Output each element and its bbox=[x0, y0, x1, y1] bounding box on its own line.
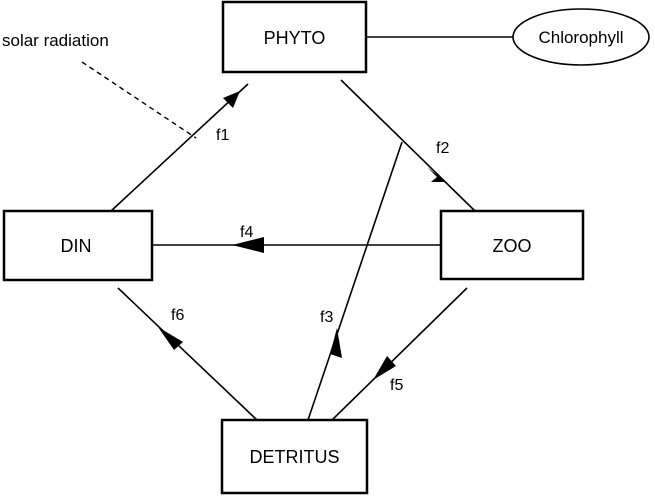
phyto-label: PHYTO bbox=[264, 28, 326, 48]
flow-f1-label: f1 bbox=[216, 127, 229, 144]
solar-radiation-label: solar radiation bbox=[2, 31, 109, 50]
flow-f4-label: f4 bbox=[240, 224, 253, 241]
phyto-node: PHYTO bbox=[221, 0, 368, 74]
flow-f2-label: f2 bbox=[436, 140, 449, 157]
chlorophyll-node: Chlorophyll bbox=[512, 8, 650, 66]
flow-f5-label: f5 bbox=[390, 377, 403, 394]
solar-radiation-pointer bbox=[81, 61, 197, 139]
din-box bbox=[2, 209, 154, 282]
flow-f6-line bbox=[117, 287, 258, 421]
detritus-node: DETRITUS bbox=[220, 418, 369, 495]
flow-f6-label: f6 bbox=[171, 307, 184, 324]
flow-f3-arrowhead bbox=[330, 328, 342, 358]
flow-f2-arrowhead bbox=[427, 167, 446, 182]
din-label: DIN bbox=[61, 236, 92, 256]
flow-f3-line bbox=[307, 141, 403, 421]
din-node: DIN bbox=[2, 209, 154, 282]
chlorophyll-label: Chlorophyll bbox=[538, 28, 623, 47]
flow-f6-arrowhead bbox=[158, 327, 183, 350]
detritus-box bbox=[220, 418, 369, 495]
zoo-node: ZOO bbox=[439, 209, 585, 281]
flow-f1-line bbox=[110, 83, 249, 212]
flow-f3-label: f3 bbox=[320, 309, 333, 326]
zoo-label: ZOO bbox=[493, 236, 532, 256]
zoo-box bbox=[439, 209, 585, 281]
flow-f4-arrowhead bbox=[232, 237, 264, 253]
phyto-box bbox=[221, 0, 368, 74]
flow-f5-line bbox=[331, 287, 468, 421]
chlorophyll-ellipse bbox=[512, 8, 650, 66]
flow-f1-arrowhead bbox=[223, 91, 240, 108]
flow-f5-arrowhead bbox=[373, 356, 396, 380]
detritus-label: DETRITUS bbox=[250, 447, 340, 467]
flow-f2-line bbox=[340, 79, 476, 212]
